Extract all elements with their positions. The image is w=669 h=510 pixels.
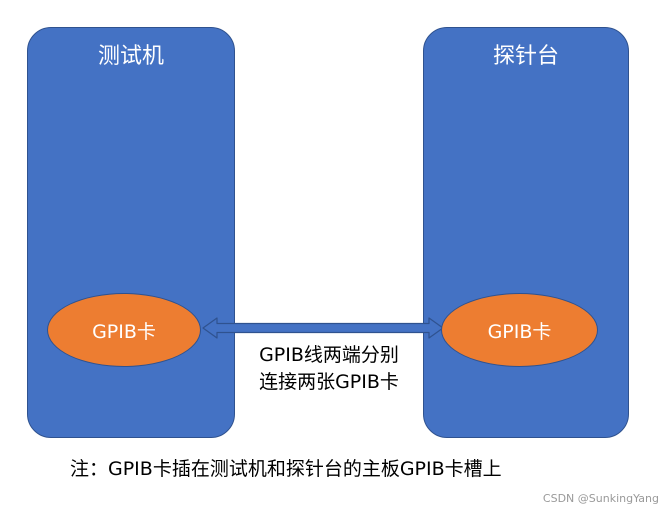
prober-title: 探针台 <box>492 44 559 69</box>
footnote: 注：GPIB卡插在测试机和探针台的主板GPIB卡槽上 <box>70 458 502 480</box>
tester-title: 测试机 <box>97 44 164 69</box>
tester-panel: 测试机 <box>27 27 235 438</box>
prober-panel: 探针台 <box>423 27 629 438</box>
cable-description: GPIB线两端分别 连接两张GPIB卡 <box>238 342 420 396</box>
tester-gpib-card: GPIB卡 <box>47 293 201 367</box>
cable-description-line1: GPIB线两端分别 <box>259 344 399 366</box>
double-arrow-icon <box>202 317 444 339</box>
cable-description-line2: 连接两张GPIB卡 <box>259 371 399 393</box>
prober-gpib-card-label: GPIB卡 <box>487 320 552 343</box>
watermark: CSDN @SunkingYang <box>542 492 659 505</box>
tester-gpib-card-label: GPIB卡 <box>92 320 156 343</box>
prober-gpib-card: GPIB卡 <box>441 293 598 367</box>
